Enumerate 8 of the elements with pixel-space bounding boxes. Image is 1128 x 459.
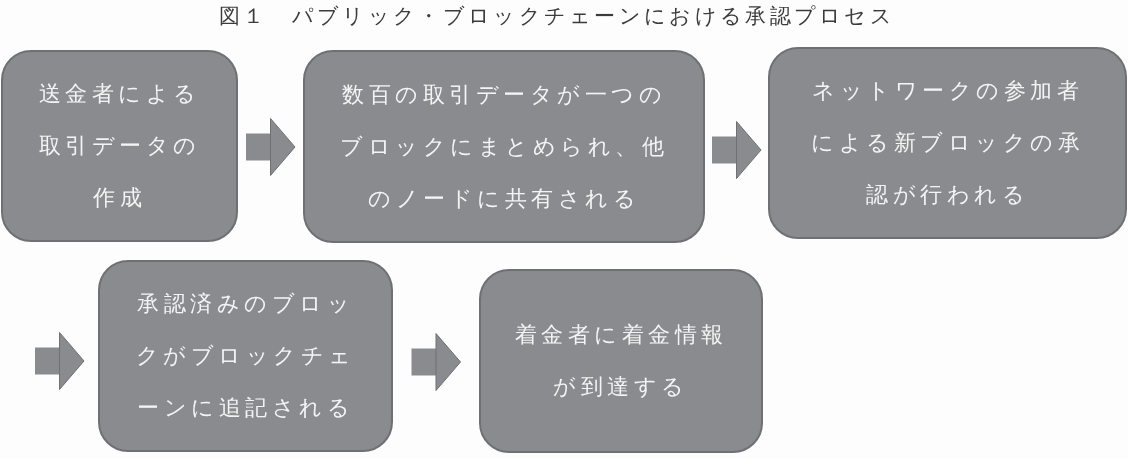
process-box: 送金者による取引データの作成 xyxy=(1,50,238,242)
process-box: 着金者に着金情報が到達する xyxy=(479,269,763,453)
block-arrow xyxy=(712,121,762,179)
block-arrow xyxy=(246,118,296,176)
process-box: 数百の取引データが一つのブロックにまとめられ、他のノードに共有される xyxy=(303,50,705,243)
title: 図１ パブリック・ブロックチェーンにおける承認プロセス xyxy=(218,3,896,30)
process-box: ネットワークの参加者による新ブロックの承認が行われる xyxy=(768,47,1127,239)
process-box: 承認済みのブロックがブロックチェーンに追記される xyxy=(98,260,393,452)
